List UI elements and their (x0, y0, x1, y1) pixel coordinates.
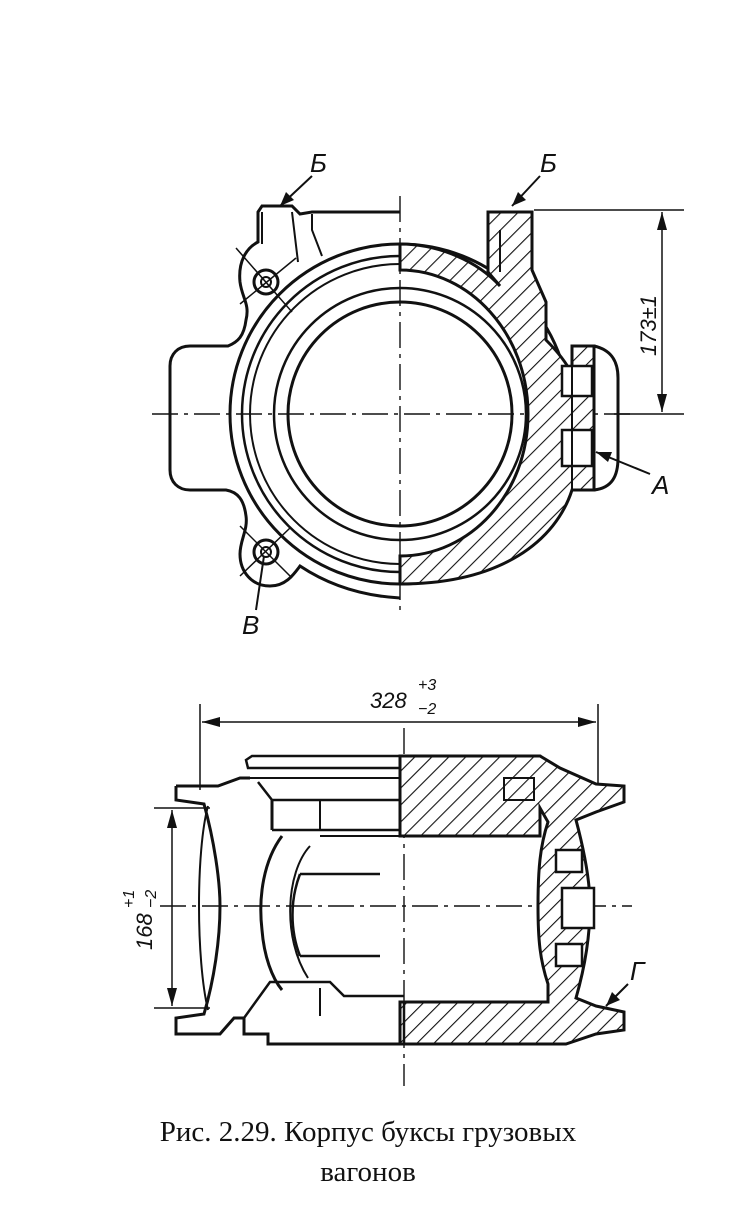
dimension-height-bottom-tol-upper: +1 (121, 890, 138, 908)
side-view (154, 704, 632, 1086)
end-view (152, 175, 684, 612)
section-side-right (398, 754, 626, 1046)
label-a: А (650, 470, 669, 500)
dimension-width-main: 328 (370, 688, 407, 713)
caption-line-1: Рис. 2.29. Корпус буксы грузовых (159, 1116, 577, 1148)
label-b-right: Б (540, 148, 557, 178)
label-b-left: Б (310, 148, 327, 178)
bolt-lug-top (252, 268, 280, 296)
housing-outer-left (168, 204, 401, 600)
end-view-labels: Б Б А В 173±1 (242, 148, 669, 640)
label-v: В (242, 610, 259, 640)
label-g: Г (630, 956, 646, 986)
figure-caption: Рис. 2.29. Корпус буксы грузовых вагонов (0, 1112, 736, 1192)
leader-v (255, 555, 265, 611)
caption-line-2: вагонов (320, 1156, 416, 1188)
dimension-height-top: 173±1 (636, 295, 661, 356)
section-right (398, 210, 596, 586)
bore-inner (286, 300, 514, 528)
side-view-labels: 328 +3 −2 168 +1 −2 Г (121, 677, 646, 986)
dimension-width-tol-upper: +3 (418, 677, 436, 694)
dimension-height-bottom-tol-lower: −2 (143, 890, 160, 908)
dimension-height-bottom-main: 168 (132, 913, 157, 950)
dimension-width-tol-lower: −2 (418, 701, 436, 718)
bolt-lug-bottom (252, 538, 280, 566)
